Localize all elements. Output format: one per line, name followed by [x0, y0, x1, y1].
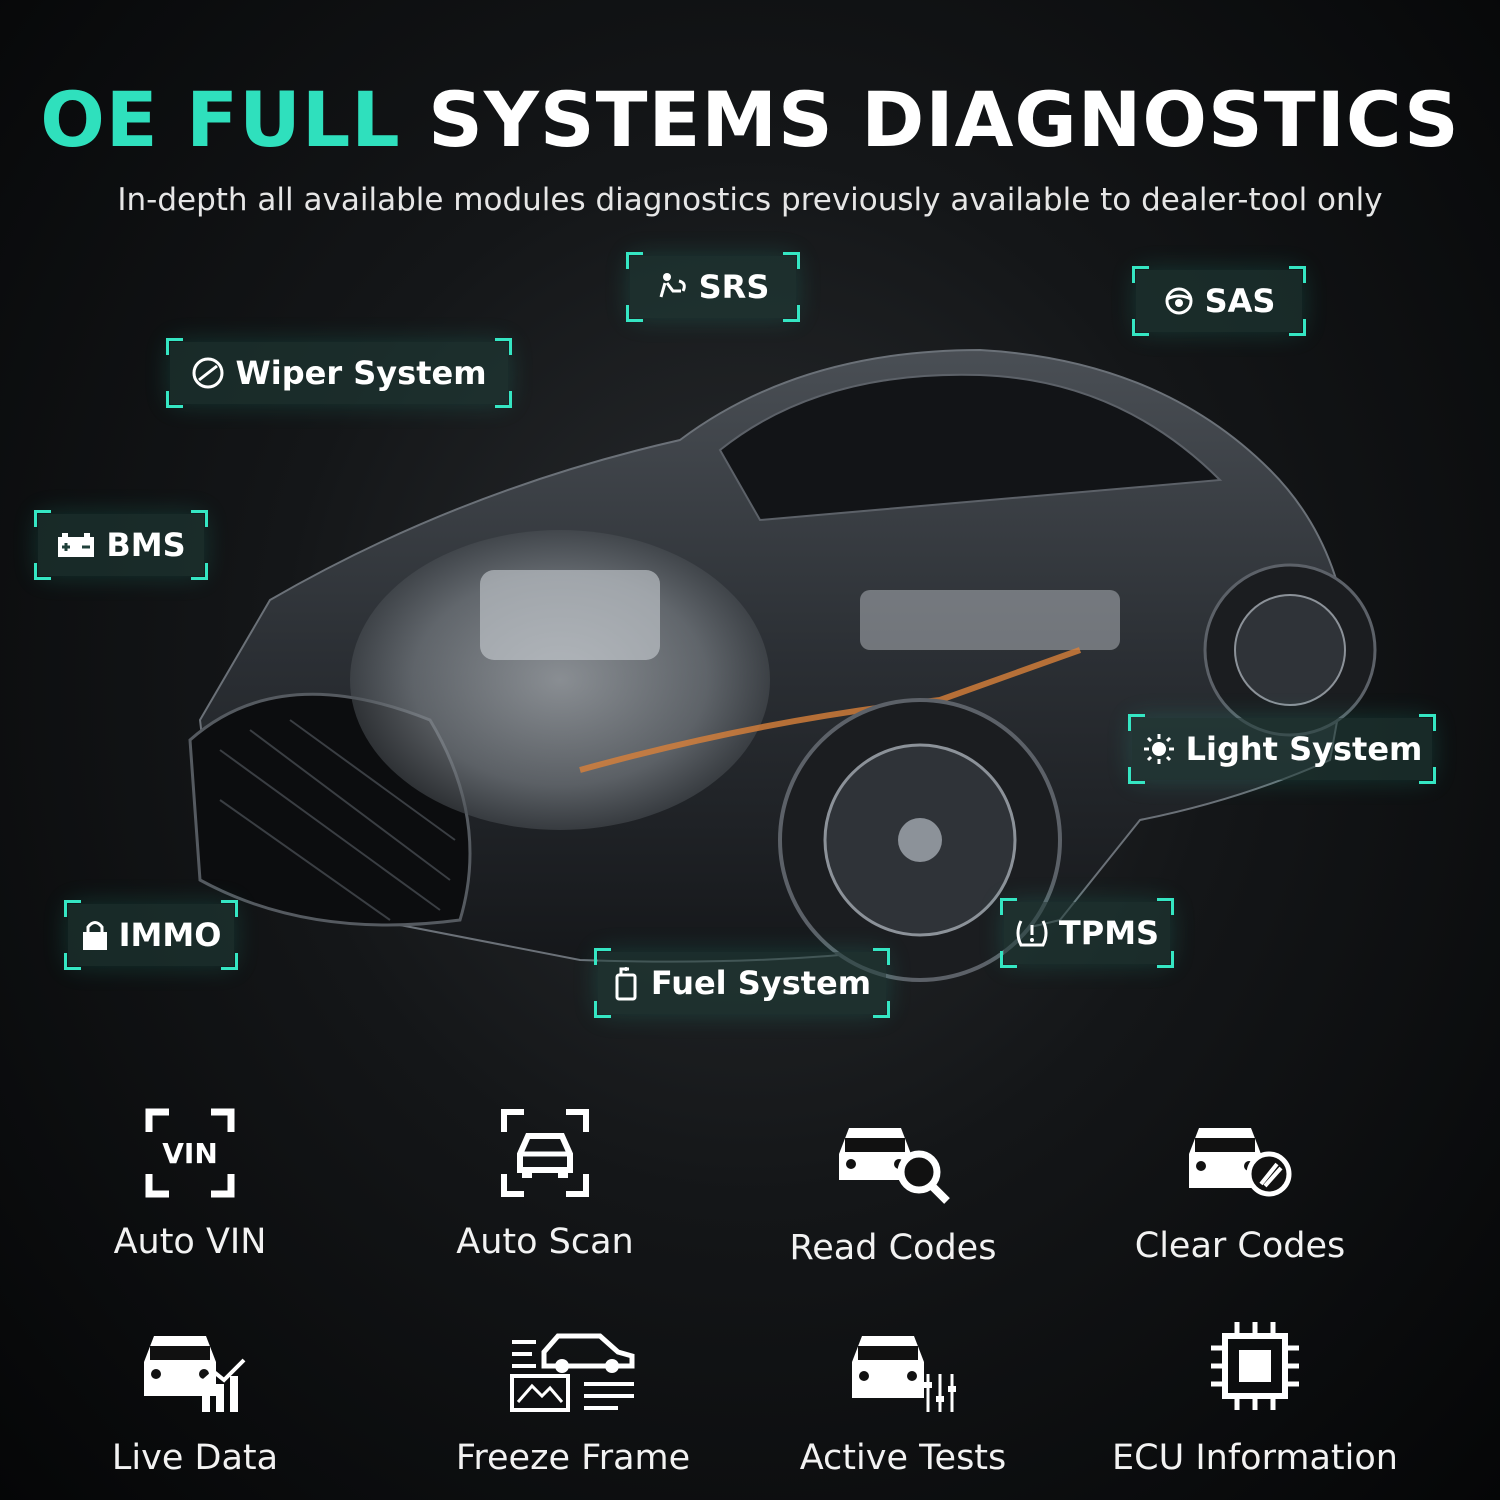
car-test-icon: [852, 1336, 956, 1412]
airbag-icon: [659, 273, 686, 298]
feature-freeze-frame: Freeze Frame: [408, 1322, 738, 1478]
freeze-frame-icon: [510, 1333, 635, 1412]
car-illustration: [188, 348, 1377, 982]
wiper-icon: [192, 357, 224, 389]
tag-tpms: TPMS: [1000, 898, 1174, 968]
tag-fuel: Fuel System: [594, 948, 890, 1018]
car-search-icon: [839, 1128, 950, 1204]
tag-label: SRS: [698, 268, 770, 306]
tag-srs: SRS: [626, 252, 800, 322]
tag-light: Light System: [1128, 714, 1436, 784]
light-icon: [1143, 734, 1174, 764]
tag-label: Fuel System: [650, 964, 872, 1002]
feature-label: Freeze Frame: [455, 1438, 691, 1478]
tag-label: BMS: [106, 526, 186, 564]
vin-icon-text: VIN: [162, 1137, 218, 1170]
feature-label: Active Tests: [799, 1438, 1007, 1478]
title-accent: OE FULL: [40, 75, 401, 164]
feature-label: Auto VIN: [113, 1222, 267, 1262]
page-subtitle: In-depth all available modules diagnosti…: [117, 182, 1383, 218]
tag-label: TPMS: [1058, 914, 1160, 952]
feature-active-tests: Active Tests: [738, 1322, 1068, 1478]
tag-wiper: Wiper System: [166, 338, 512, 408]
tag-label: Wiper System: [235, 354, 487, 392]
feature-label: Read Codes: [789, 1228, 997, 1268]
title-main: SYSTEMS DIAGNOSTICS: [428, 75, 1460, 164]
tag-bms: BMS: [34, 510, 208, 580]
lock-icon: [82, 921, 107, 950]
tag-label: Light System: [1185, 730, 1423, 768]
feature-clear-codes: Clear Codes: [1075, 1108, 1405, 1266]
chip-icon: [1211, 1322, 1299, 1410]
feature-auto-scan: Auto Scan: [380, 1108, 710, 1262]
page-title: OE FULL SYSTEMS DIAGNOSTICS: [0, 82, 1500, 158]
feature-read-codes: Read Codes: [728, 1108, 1058, 1268]
tag-sas: SAS: [1132, 266, 1306, 336]
fuel-icon: [615, 967, 637, 1001]
tag-immo: IMMO: [64, 900, 238, 970]
feature-label: Live Data: [111, 1438, 279, 1478]
car-scan-icon: [501, 1109, 589, 1197]
tire-pressure-icon: [1016, 920, 1048, 947]
tag-label: SAS: [1204, 282, 1276, 320]
feature-ecu-information: ECU Information: [1090, 1318, 1420, 1478]
feature-label: Auto Scan: [456, 1222, 634, 1262]
vin-scan-icon: VIN: [145, 1108, 235, 1198]
feature-auto-vin: VIN Auto VIN: [25, 1108, 355, 1262]
car-clear-icon: [1189, 1128, 1292, 1197]
battery-icon: [58, 533, 95, 557]
feature-live-data: Live Data: [30, 1322, 360, 1478]
tag-label: IMMO: [118, 916, 222, 954]
feature-label: Clear Codes: [1134, 1226, 1346, 1266]
car-chart-icon: [144, 1336, 246, 1412]
feature-label: ECU Information: [1112, 1438, 1398, 1478]
steering-wheel-icon: [1165, 287, 1193, 315]
